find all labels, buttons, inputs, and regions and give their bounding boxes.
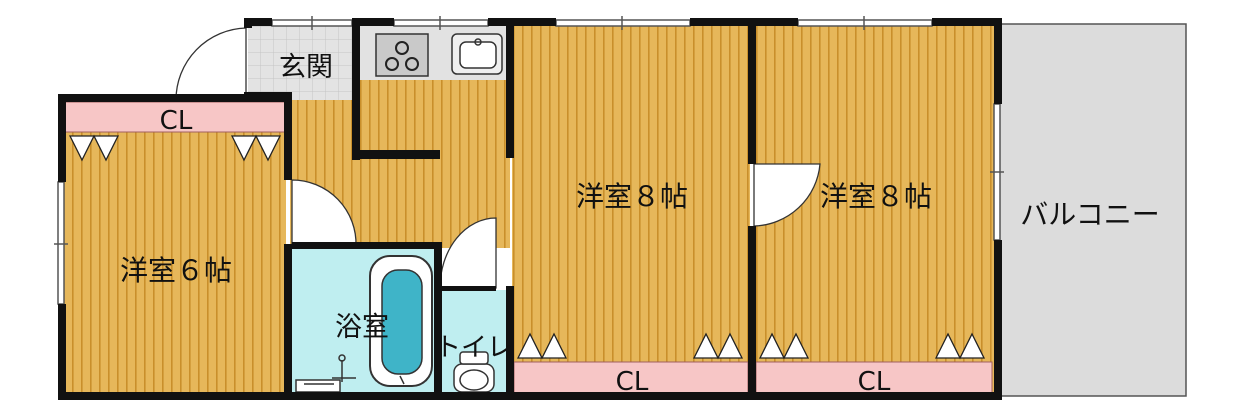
closet-right [755,361,993,395]
bathroom-label: 浴室 [335,312,389,343]
stove-icon [375,33,429,77]
closet-right-label: CL [858,367,891,397]
closet-left [63,101,287,133]
room-floor-western-8-center [512,24,750,396]
sink-icon [451,33,503,75]
room-floor-western-6 [64,100,286,396]
room-label-western-8-right: 洋室８帖 [820,180,932,213]
balcony-floor [997,23,1187,397]
toilet-label: トイレ [435,333,513,363]
entrance-label: 玄関 [279,52,333,83]
entrance-floor [248,24,354,100]
kitchen-floor [360,78,510,152]
door-swing-entrance [175,27,247,101]
closet-left-label: CL [160,106,193,136]
room-label-western-6: 洋室６帖 [120,254,232,287]
walls [58,18,1002,400]
bathtub-icon [369,255,433,387]
closet-door-left [68,134,282,162]
closet-center-label: CL [616,367,649,397]
closet-door-right [758,332,986,360]
room-label-western-8-center: 洋室８帖 [576,180,688,213]
toilet-icon [453,351,495,393]
closet-door-center [516,332,744,360]
closet-center [513,361,749,395]
balcony-label: バルコニー [1020,198,1159,231]
door-swing-right-room [753,163,821,227]
